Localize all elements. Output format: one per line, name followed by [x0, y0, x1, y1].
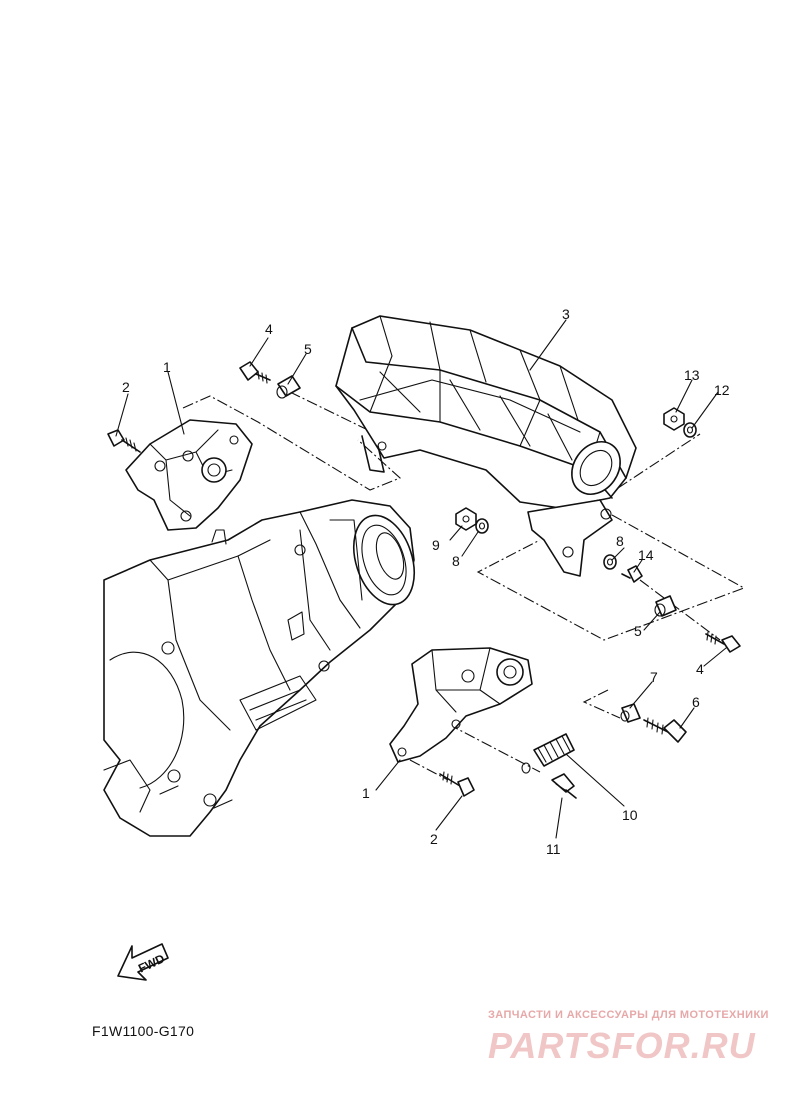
callout-part-6: 6 [692, 694, 700, 710]
spacer-part-7 [620, 703, 641, 723]
nut-part-13 [663, 407, 685, 431]
callout-part-1-upper: 1 [163, 359, 171, 375]
leader-lines [115, 319, 727, 839]
bolt-part-2-lower [439, 771, 475, 797]
diagram-code: F1W1100-G170 [92, 1023, 194, 1039]
callout-part-8-right: 8 [616, 533, 624, 549]
callout-part-4-upper: 4 [265, 321, 273, 337]
watermark-tagline: ЗАПЧАСТИ И АКСЕССУАРЫ ДЛЯ МОТОТЕХНИКИ [488, 1009, 769, 1021]
engine-mount-lower-part-1 [389, 647, 533, 763]
bolt-part-4-lower [705, 631, 741, 653]
callout-part-5-upper: 5 [304, 341, 312, 357]
watermark-logo: PARTSFOR.RU [488, 1025, 756, 1066]
collar-part-5-lower [654, 595, 677, 617]
callout-part-4-lower: 4 [696, 661, 704, 677]
callout-part-8-left: 8 [452, 553, 460, 569]
intake-duct-part-3 [335, 315, 637, 577]
callout-part-10: 10 [622, 807, 638, 823]
spring-part-10 [521, 733, 575, 774]
callout-part-2-lower: 2 [430, 831, 438, 847]
collar-part-5-upper [276, 375, 301, 399]
callout-part-14: 14 [638, 547, 654, 563]
watermark: ЗАПЧАСТИ И АКСЕССУАРЫ ДЛЯ МОТОТЕХНИКИ PA… [488, 1009, 769, 1066]
jet-pump-body [103, 499, 415, 837]
washer-part-8-left [475, 518, 489, 534]
bolt-part-4-upper [239, 361, 271, 384]
callout-part-3: 3 [562, 306, 570, 322]
callout-numbers: 1 2 4 5 3 13 12 9 8 8 14 5 4 7 6 1 10 2 … [122, 306, 730, 857]
callout-part-9: 9 [432, 537, 440, 553]
bolt-part-11 [551, 773, 577, 799]
fwd-arrow-icon: FWD [117, 943, 169, 981]
engine-mount-upper-part-1 [125, 419, 253, 531]
bolt-part-6 [643, 717, 687, 743]
callout-part-7: 7 [650, 669, 658, 685]
nut-part-9 [455, 507, 477, 531]
callout-part-5-lower: 5 [634, 623, 642, 639]
callout-part-2-upper: 2 [122, 379, 130, 395]
callout-part-11: 11 [546, 841, 561, 857]
callout-part-1-lower: 1 [362, 785, 370, 801]
bolt-part-2-upper [107, 429, 141, 453]
callout-part-12: 12 [714, 382, 730, 398]
bolt-part-14 [621, 565, 643, 583]
callout-part-13: 13 [684, 367, 700, 383]
